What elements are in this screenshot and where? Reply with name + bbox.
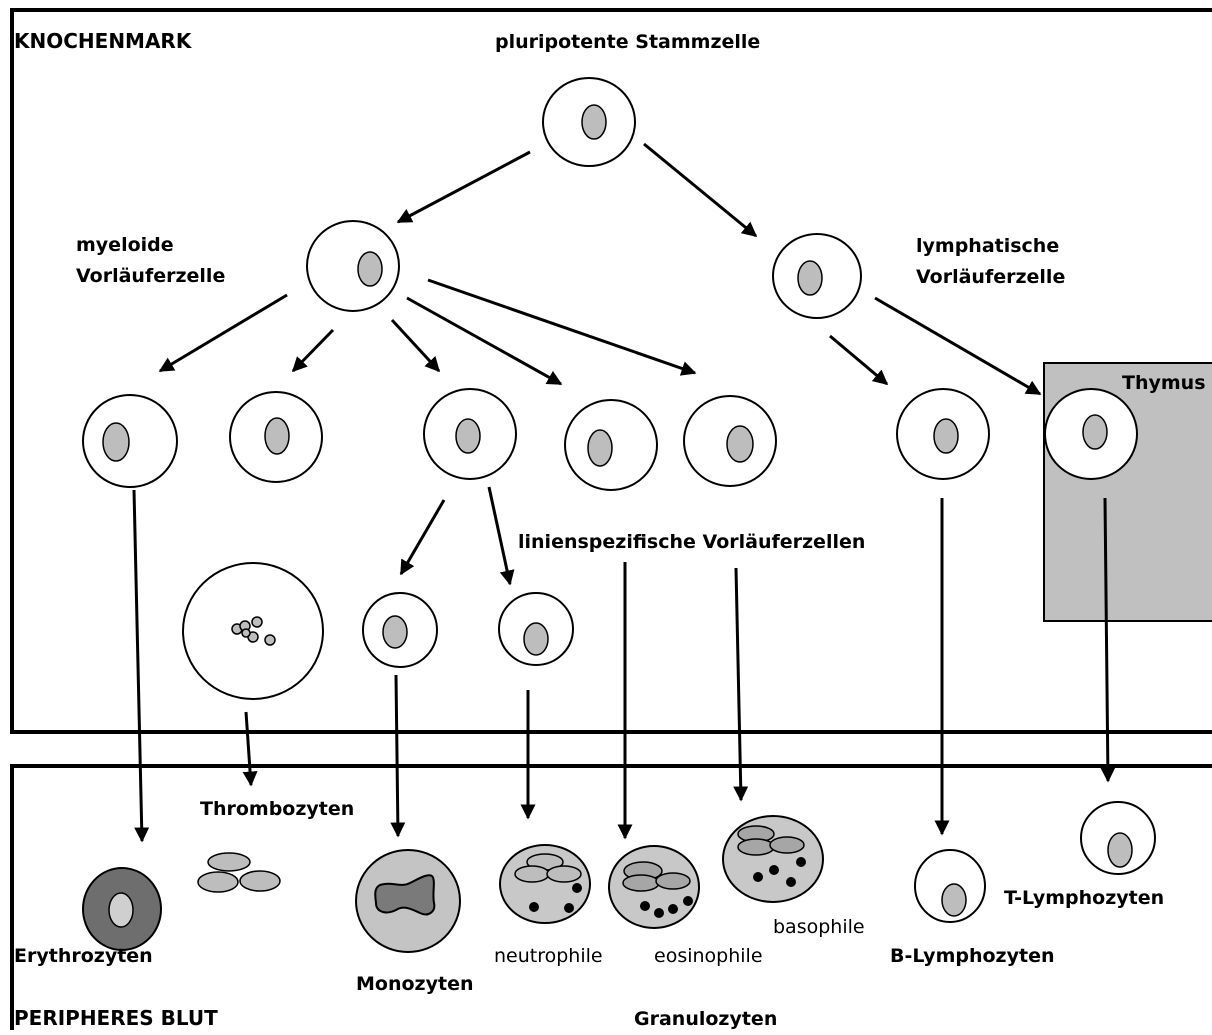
t-lymphocyte-cell [1080, 801, 1156, 875]
arrow-myeloid-to-erythroid [158, 293, 288, 373]
erythrocyte-cell [82, 867, 162, 951]
peripheral-blood-region [10, 764, 1212, 1030]
lymphoid-label-line1: lymphatische [916, 235, 1059, 257]
t-cell-progenitor-cell [1044, 388, 1138, 480]
thymus-label: Thymus [1122, 372, 1206, 394]
neutrophils-label: neutrophile [494, 945, 603, 967]
bone-marrow-region [10, 8, 1212, 734]
arrow-myeloid-to-megakaryocytic [291, 328, 335, 373]
arrow-myeloid-to-eosinophilic [406, 296, 563, 386]
arrows [132, 142, 1116, 843]
arrow-gm-to-monoblast [399, 499, 446, 576]
arrow-lymphoid-to-b [829, 334, 889, 386]
myeloid-label-line2: Vorläuferzelle [76, 265, 225, 287]
lymphoid-label-line2: Vorläuferzelle [916, 266, 1065, 288]
arrow-to-basophils [733, 567, 749, 802]
thrombocytes-label: Thrombozyten [200, 798, 354, 820]
granulocyte-monocyte-progenitor-cell [423, 388, 517, 480]
neutrophil-cell [499, 844, 591, 924]
arrow-to-thrombocytes [242, 711, 258, 787]
arrow-myeloid-to-basophilic [427, 278, 697, 376]
myeloblast-cell [498, 592, 574, 666]
megakaryocyte-progenitor-cell [229, 391, 323, 483]
arrow-to-monocytes [390, 674, 406, 838]
basophil-progenitor-cell [683, 395, 777, 487]
monocyte-cell [355, 849, 461, 953]
eosinophil-cell [608, 845, 700, 929]
arrow-to-t-lymphocytes [1100, 497, 1116, 783]
myeloid-progenitor-cell [306, 220, 400, 312]
basophils-label: basophile [773, 916, 865, 938]
lineage-progenitors-label: linienspezifische Vorläuferzellen [518, 531, 865, 553]
arrow-lymphoid-to-thymus [874, 296, 1042, 396]
bone-marrow-label: KNOCHENMARK [14, 29, 193, 53]
erythroid-progenitor-cell [82, 394, 178, 488]
pluripotent-stem-cell [542, 77, 636, 167]
eosinophils-label: eosinophile [654, 945, 763, 967]
basophil-cell [722, 815, 824, 903]
monocytes-label: Monozyten [356, 973, 473, 995]
peripheral-blood-label: PERIPHERES BLUT [14, 1006, 218, 1030]
megakaryocyte-cell [182, 562, 324, 700]
thrombocyte-cells [197, 852, 281, 893]
stem-cell-label: pluripotente Stammzelle [495, 31, 760, 53]
eosinophil-progenitor-cell [564, 399, 658, 491]
myeloid-label-line1: myeloide [76, 234, 174, 256]
b-cell-progenitor-cell [896, 388, 990, 480]
t-lymphocytes-label: T-Lymphozyten [1004, 887, 1164, 909]
arrow-to-erythrocytes [132, 489, 150, 843]
monoblast-cell [362, 592, 438, 668]
granulocytes-label: Granulozyten [634, 1008, 777, 1030]
erythrocytes-label: Erythrozyten [14, 945, 153, 967]
arrow-stem-to-myeloid [396, 150, 531, 224]
b-lymphocyte-cell [914, 849, 986, 923]
arrow-myeloid-to-gm [390, 318, 441, 373]
arrow-stem-to-lymphoid [643, 142, 758, 238]
lymphoid-progenitor-cell [772, 233, 862, 319]
b-lymphocytes-label: B-Lymphozyten [890, 945, 1055, 967]
arrow-gm-to-myeloblast [487, 486, 515, 586]
